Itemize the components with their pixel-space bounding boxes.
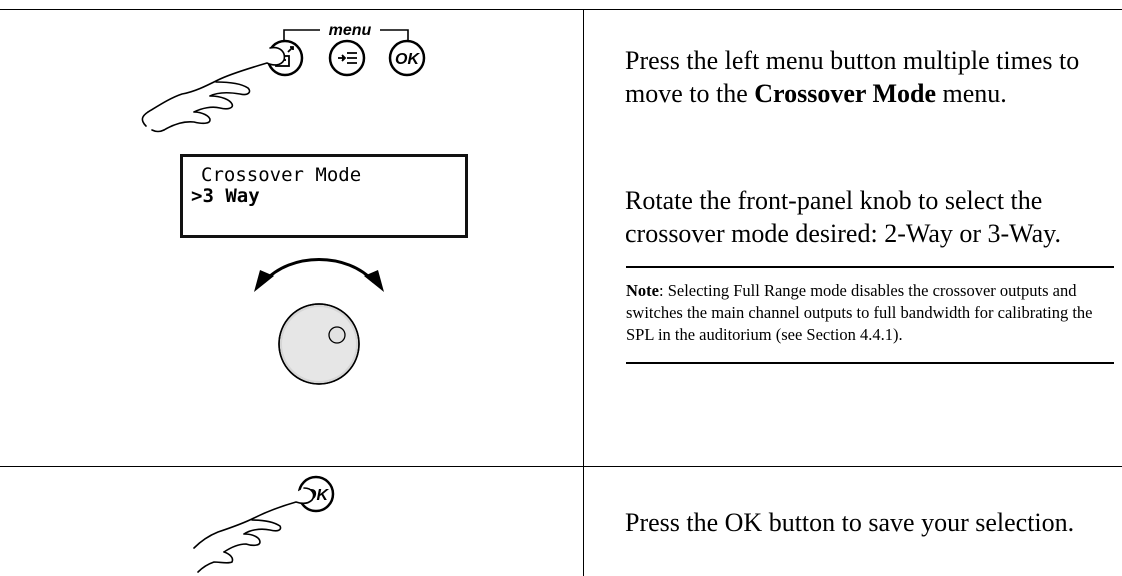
note-box: Note: Selecting Full Range mode disables…: [626, 266, 1114, 364]
crossover-mode-term: Crossover Mode: [754, 79, 936, 108]
lcd-line-1: Crossover Mode: [201, 164, 362, 186]
ok-button[interactable]: OK: [388, 39, 426, 77]
knob-icon[interactable]: [278, 303, 360, 385]
table-column-divider: [583, 9, 584, 576]
menu-bracket-label: menu: [329, 22, 372, 39]
table-row-divider: [0, 466, 1122, 467]
ok-press-illustration: OK: [193, 475, 335, 573]
menu-enter-icon: [338, 52, 357, 64]
menu-instruction-text-start: Press the left menu button multiple time…: [625, 46, 1080, 108]
table-top-border: [0, 9, 1122, 10]
menu-buttons-illustration: menu OK: [141, 22, 426, 133]
knob-illustration: [254, 258, 384, 385]
note-top-rule: [626, 266, 1114, 268]
ok-instruction: Press the OK button to save your selecti…: [625, 508, 1075, 537]
menu-enter-button[interactable]: [328, 39, 366, 77]
note-label: Note: [626, 281, 659, 300]
lcd-display: Crossover Mode >3 Way: [180, 154, 468, 238]
rotation-arrows-icon: [254, 258, 384, 292]
note-body: : Selecting Full Range mode disables the…: [626, 281, 1093, 344]
note-text: Note: Selecting Full Range mode disables…: [626, 280, 1114, 346]
lcd-line-2: >3 Way: [191, 185, 260, 207]
ok-icon: OK: [395, 51, 420, 68]
hand-pressing-icon-row2: [193, 487, 315, 573]
hand-pressing-icon: [141, 46, 286, 133]
note-bottom-rule: [626, 362, 1114, 364]
menu-instruction-text-end: menu.: [936, 79, 1007, 108]
menu-instruction: Press the left menu button multiple time…: [625, 44, 1115, 110]
knob-instruction: Rotate the front-panel knob to select th…: [625, 186, 1061, 248]
